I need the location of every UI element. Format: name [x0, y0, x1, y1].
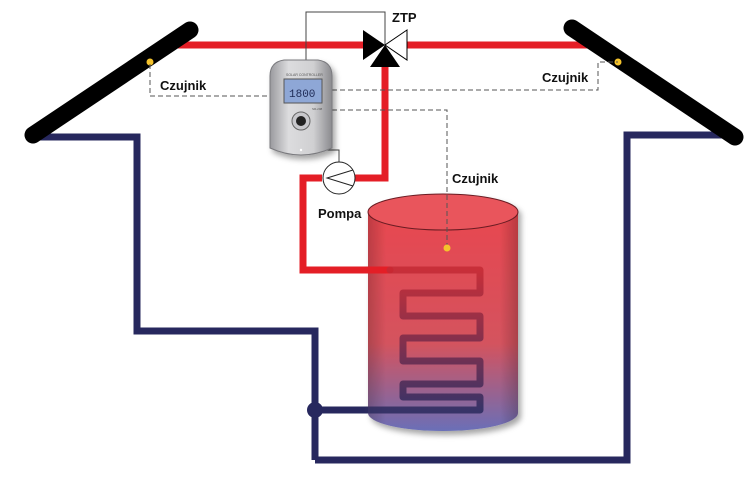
cold-pipe-right	[315, 131, 730, 464]
solar-controller: 1800 SOLAR CONTROLLER SR-208	[269, 59, 333, 156]
sensor-dot-left	[146, 58, 154, 66]
pump-label: Pompa	[318, 206, 362, 221]
cold-pipe-left	[38, 133, 319, 460]
three-way-valve	[363, 29, 408, 67]
controller-display	[283, 78, 323, 104]
solar-collector-left	[24, 21, 199, 144]
sensor-label-right: Czujnik	[542, 70, 589, 85]
hot-pipe-pump-to-tank	[299, 174, 380, 274]
sensor-label-tank: Czujnik	[452, 171, 499, 186]
controller-display-value: 1800	[289, 89, 315, 101]
sensor-wires	[149, 61, 618, 248]
circulation-pump	[322, 161, 356, 195]
sensor-dot-tank	[443, 244, 451, 252]
hot-pipe-valve-to-pump	[355, 65, 389, 182]
controller-header: SOLAR CONTROLLER	[286, 73, 323, 77]
hot-pipes	[178, 41, 592, 274]
controller-model: SR-208	[312, 107, 323, 111]
heat-exchanger-coil	[364, 266, 484, 414]
sensor-label-left: Czujnik	[160, 78, 207, 93]
solar-collector-right	[563, 19, 744, 146]
valve-label: ZTP	[392, 10, 417, 25]
pipe-junction	[307, 402, 323, 418]
